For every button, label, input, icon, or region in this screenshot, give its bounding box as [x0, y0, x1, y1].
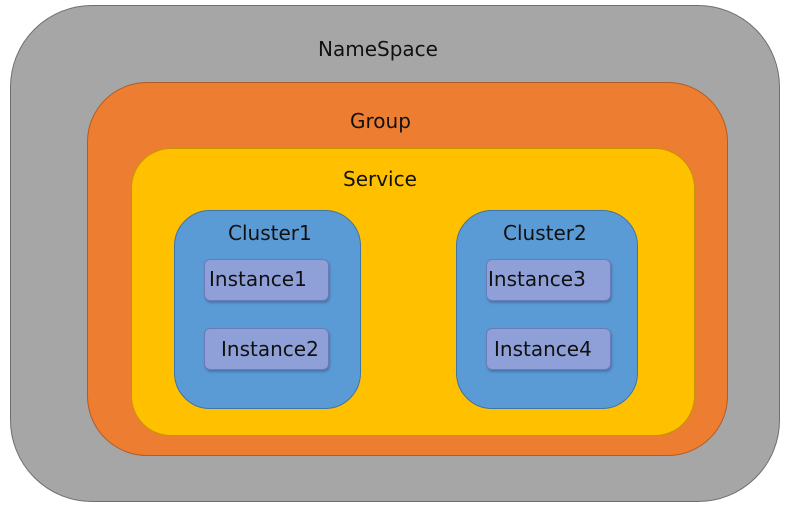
- instance-3-box: [486, 259, 611, 301]
- group-label: Group: [350, 109, 411, 133]
- instance-4-box: [486, 328, 611, 370]
- service-label: Service: [343, 167, 417, 191]
- namespace-label: NameSpace: [318, 37, 438, 61]
- instance-1-box: [204, 259, 329, 301]
- cluster-1-label: Cluster1: [228, 221, 312, 245]
- instance-2-box: [204, 328, 329, 370]
- cluster-1-container: [174, 210, 361, 409]
- instance-3-label: Instance3: [488, 267, 586, 291]
- instance-4-label: Instance4: [494, 337, 592, 361]
- instance-1-label: Instance1: [209, 267, 307, 291]
- cluster-2-container: [456, 210, 638, 409]
- instance-2-label: Instance2: [221, 337, 319, 361]
- cluster-2-label: Cluster2: [503, 221, 587, 245]
